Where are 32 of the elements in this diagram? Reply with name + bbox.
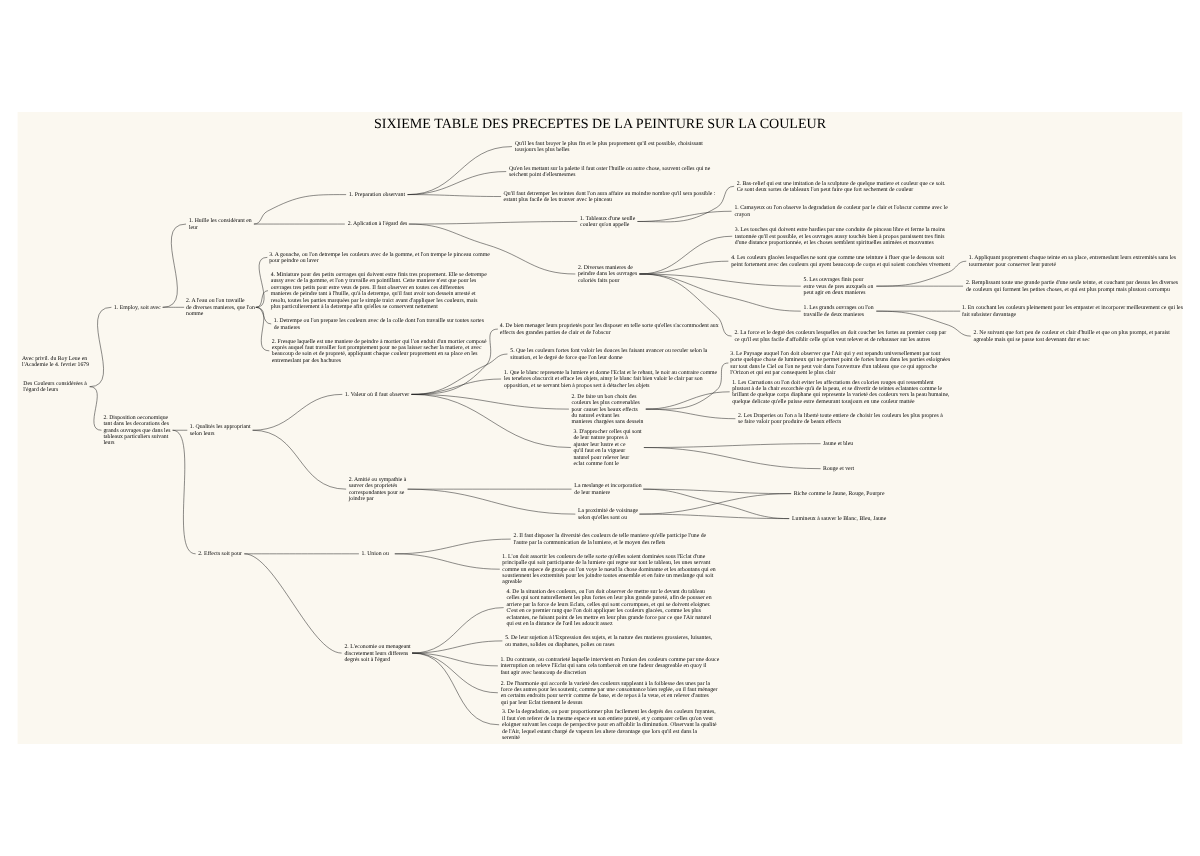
connector xyxy=(411,353,508,395)
connector xyxy=(408,221,578,225)
connector xyxy=(252,394,343,431)
connector xyxy=(407,194,502,197)
connector xyxy=(876,285,964,287)
connector xyxy=(876,310,961,312)
connector xyxy=(407,488,576,515)
connector xyxy=(639,273,801,287)
connector xyxy=(89,386,102,431)
connector xyxy=(639,513,790,519)
connector xyxy=(637,186,735,223)
connector xyxy=(411,378,502,395)
connector xyxy=(255,307,270,352)
connector xyxy=(407,146,513,195)
connector xyxy=(411,640,503,654)
connector xyxy=(162,223,187,308)
connector xyxy=(89,307,112,387)
connector xyxy=(252,430,347,490)
connector xyxy=(172,430,188,431)
connector xyxy=(876,260,967,287)
connector xyxy=(645,362,729,410)
connector xyxy=(255,257,268,308)
connector xyxy=(172,430,196,555)
connector xyxy=(255,307,272,325)
connector xyxy=(407,171,507,195)
connector xyxy=(639,273,801,312)
connector xyxy=(411,607,504,654)
connector xyxy=(255,290,269,308)
connector xyxy=(162,307,185,308)
connector xyxy=(643,443,821,448)
connector xyxy=(408,223,576,275)
connector xyxy=(876,310,971,337)
